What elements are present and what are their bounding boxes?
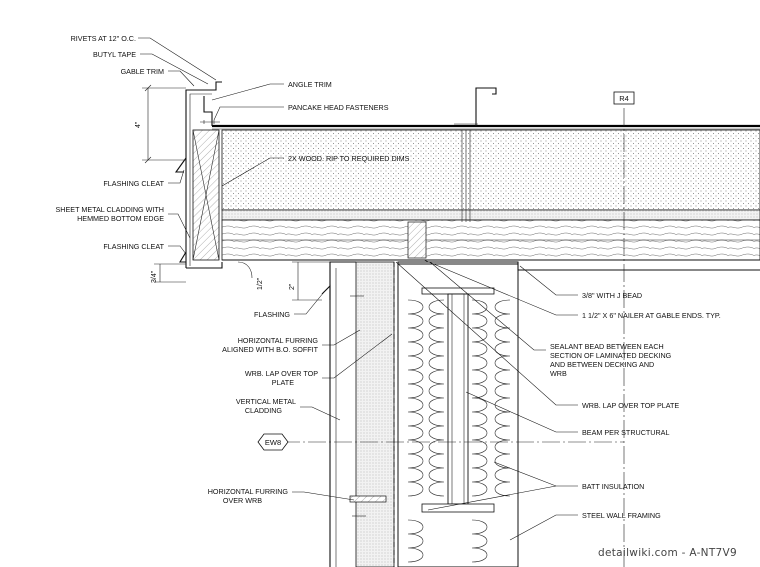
- label-pancake: PANCAKE HEAD FASTENERS: [288, 103, 389, 112]
- ew8-tag: EW8: [265, 438, 281, 447]
- dim-1-2: 1/2": [257, 277, 264, 290]
- dim-3-4: 3/4": [151, 270, 158, 283]
- label-batt: BATT INSULATION: [582, 482, 644, 491]
- label-sealant-4: WRB: [550, 369, 567, 378]
- label-wrb-lap-right: WRB. LAP OVER TOP PLATE: [582, 401, 679, 410]
- standing-seam: [454, 87, 497, 222]
- label-horiz-furring-2: ALIGNED WITH B.O. SOFFIT: [222, 345, 318, 354]
- label-furring-wrb-1: HORIZONTAL FURRING: [208, 487, 289, 496]
- label-flashing-cleat-upper: FLASHING CLEAT: [103, 179, 164, 188]
- gable-edge: [174, 81, 223, 269]
- ew8-tag-shape: [257, 433, 289, 451]
- label-flashing-cleat-lower: FLASHING CLEAT: [103, 242, 164, 251]
- wall-assembly: [321, 261, 760, 567]
- label-furring-wrb-2: OVER WRB: [223, 496, 262, 505]
- label-horiz-furring-1: HORIZONTAL FURRING: [238, 336, 319, 345]
- r4-tag-group: R4: [613, 91, 635, 105]
- label-vert-metal-1: VERTICAL METAL: [236, 397, 296, 406]
- nailer-block: [407, 221, 427, 259]
- label-vert-metal-2: CLADDING: [245, 406, 283, 415]
- roof-assembly: [212, 124, 760, 261]
- top-labels: ANGLE TRIM PANCAKE HEAD FASTENERS 2X WOO…: [288, 80, 410, 163]
- label-steel: STEEL WALL FRAMING: [582, 511, 661, 520]
- dimension-lines: 4" 3/4" 1/2" 2": [135, 84, 330, 301]
- label-angle-trim: ANGLE TRIM: [288, 80, 332, 89]
- label-beam: BEAM PER STRUCTURAL: [582, 428, 669, 437]
- label-gable-trim: GABLE TRIM: [121, 67, 164, 76]
- label-sealant-1: SEALANT BEAD BETWEEN EACH: [550, 342, 664, 351]
- leader-lines: [138, 37, 578, 541]
- ew8-section-line: EW8: [257, 433, 624, 451]
- r4-tag: R4: [619, 94, 629, 103]
- label-butyl-tape: BUTYL TAPE: [93, 50, 136, 59]
- label-rip: 2X WOOD. RIP TO REQUIRED DIMS: [288, 154, 410, 163]
- label-sealant-2: SECTION OF LAMINATED DECKING: [550, 351, 672, 360]
- label-sheet-metal-1: SHEET METAL CLADDING WITH: [56, 205, 165, 214]
- label-wrb-lap-2: PLATE: [272, 378, 294, 387]
- label-rivets: RIVETS AT 12" O.C.: [71, 34, 136, 43]
- label-sheet-metal-2: HEMMED BOTTOM EDGE: [77, 214, 164, 223]
- label-flashing: FLASHING: [254, 310, 290, 319]
- dim-4: 4": [135, 121, 142, 128]
- label-j-bead: 3/8" WITH J BEAD: [582, 291, 642, 300]
- label-wrb-lap-1: WRB. LAP OVER TOP: [245, 369, 318, 378]
- right-labels: 3/8" WITH J BEAD 1 1/2" X 6" NAILER AT G…: [550, 291, 721, 520]
- label-nailer: 1 1/2" X 6" NAILER AT GABLE ENDS. TYP.: [582, 311, 721, 320]
- left-labels: RIVETS AT 12" O.C. BUTYL TAPE GABLE TRIM…: [56, 34, 319, 505]
- watermark: detailwiki.com - A-NT7V9: [598, 547, 737, 559]
- label-sealant-3: AND BETWEEN DECKING AND: [550, 360, 654, 369]
- dim-2: 2": [289, 283, 296, 290]
